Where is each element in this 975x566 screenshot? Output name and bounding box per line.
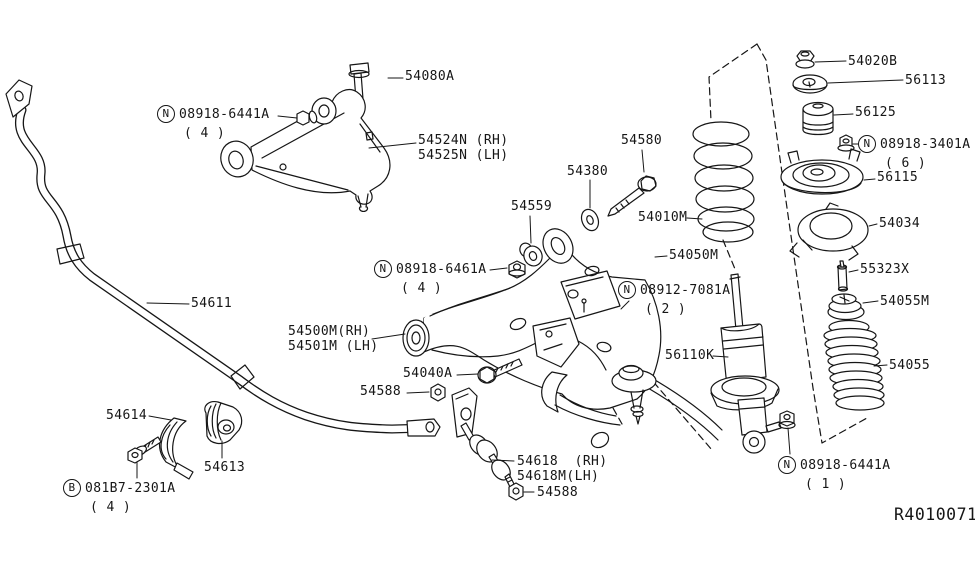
circled-n-icon: N [157, 105, 175, 123]
part-label-54588-upper: 54588 [360, 385, 401, 398]
part-label-54055: 54055 [889, 359, 930, 372]
arm-bolt-54040a [477, 358, 523, 384]
part-number-alt: 54501M (LH) [288, 339, 379, 354]
part-number: 08918-6441A [800, 457, 891, 473]
part-number: 54080A [405, 69, 455, 84]
part-number: 54524N (RH) [418, 133, 509, 148]
circled-n-icon: N [858, 135, 876, 153]
part-number: 54611 [191, 296, 233, 311]
part-number: 54580 [621, 133, 663, 148]
part-label-54614: 54614 [106, 409, 147, 422]
part-number: 56113 [905, 73, 947, 88]
part-number: 54380 [567, 164, 609, 179]
circled-n-icon: N [618, 281, 636, 299]
part-number: 08918-3401A [880, 136, 971, 152]
part-label-56110k: 56110K [665, 349, 714, 362]
part-label-54613: 54613 [204, 461, 245, 474]
part-label-54055m: 54055M [880, 295, 929, 308]
part-number-alt: 54525N (LH) [418, 148, 509, 163]
part-number: 54559 [511, 199, 553, 214]
part-number: 54618 (RH) [517, 454, 608, 469]
stabilizer-bushing-54613 [204, 401, 243, 445]
diagram-ref-code: R4010071 [894, 505, 975, 524]
part-number: 08912-7081A [640, 282, 731, 298]
part-number: 56115 [877, 170, 919, 185]
part-label-54611: 54611 [191, 297, 232, 310]
part-label-56115: 56115 [877, 171, 918, 184]
part-number: 54613 [204, 460, 246, 475]
part-number: 081B7-2301A [85, 480, 176, 496]
upper-control-arm [220, 62, 391, 213]
part-number: 54020B [848, 54, 898, 69]
part-number: 08918-6461A [396, 261, 487, 277]
part-label-56125: 56125 [855, 106, 896, 119]
part-label-55323x: 55323X [860, 263, 909, 276]
circled-b-icon: B [63, 479, 81, 497]
part-number: 55323X [860, 262, 910, 277]
mount-stack [780, 50, 869, 321]
part-quantity: ( 2 ) [645, 302, 687, 317]
part-number-alt: 54618M(LH) [517, 469, 600, 484]
part-label-54524n-54525n: 54524N (RH)54525N (LH) [418, 134, 509, 162]
part-number: 56125 [855, 105, 897, 120]
part-number: 08918-6441A [179, 106, 270, 122]
part-quantity: ( 4 ) [90, 500, 132, 515]
part-label-54010m: 54010M [638, 211, 687, 224]
circled-n-icon: N [778, 456, 796, 474]
shock-absorber [710, 273, 796, 454]
part-number: 54588 [537, 485, 579, 500]
circled-n-icon: N [374, 260, 392, 278]
part-number: 54614 [106, 408, 148, 423]
clamp-bolt-081b7 [127, 436, 162, 464]
part-number: 54055 [889, 358, 931, 373]
part-label-54040a: 54040A [403, 367, 452, 380]
stabilizer-clamp-54614 [158, 417, 194, 480]
part-label-54080a: 54080A [405, 70, 454, 83]
nut-54588-upper [430, 383, 446, 402]
part-number: 54010M [638, 210, 688, 225]
part-label-54559: 54559 [511, 200, 552, 213]
part-label-54618-54618m: 54618 (RH)54618M(LH) [517, 455, 608, 483]
part-number: 54034 [879, 216, 921, 231]
part-label-56113: 56113 [905, 74, 946, 87]
part-quantity: ( 6 ) [885, 156, 927, 171]
part-number: 54055M [880, 294, 930, 309]
part-number: 54500M(RH) [288, 324, 371, 339]
part-quantity: ( 4 ) [401, 281, 443, 296]
part-label-54020b: 54020B [848, 55, 897, 68]
part-number: 56110K [665, 348, 715, 363]
stabilizer-bar [5, 79, 441, 437]
dust-bellows [823, 319, 885, 411]
part-label-54034: 54034 [879, 217, 920, 230]
part-label-54380: 54380 [567, 165, 608, 178]
part-number: 54588 [360, 384, 402, 399]
part-quantity: ( 4 ) [184, 126, 226, 141]
part-label-54050m: 54050M [669, 249, 718, 262]
part-label-54588-lower: 54588 [537, 486, 578, 499]
stabilizer-link-54618 [451, 387, 524, 501]
part-quantity: ( 1 ) [805, 477, 847, 492]
lower-control-arm [402, 228, 723, 449]
part-label-54500m-54501m: 54500M(RH)54501M (LH) [288, 325, 379, 353]
part-label-54580: 54580 [621, 134, 662, 147]
part-number: 54040A [403, 366, 453, 381]
part-number: 54050M [669, 248, 719, 263]
leader-lines [136, 60, 904, 493]
